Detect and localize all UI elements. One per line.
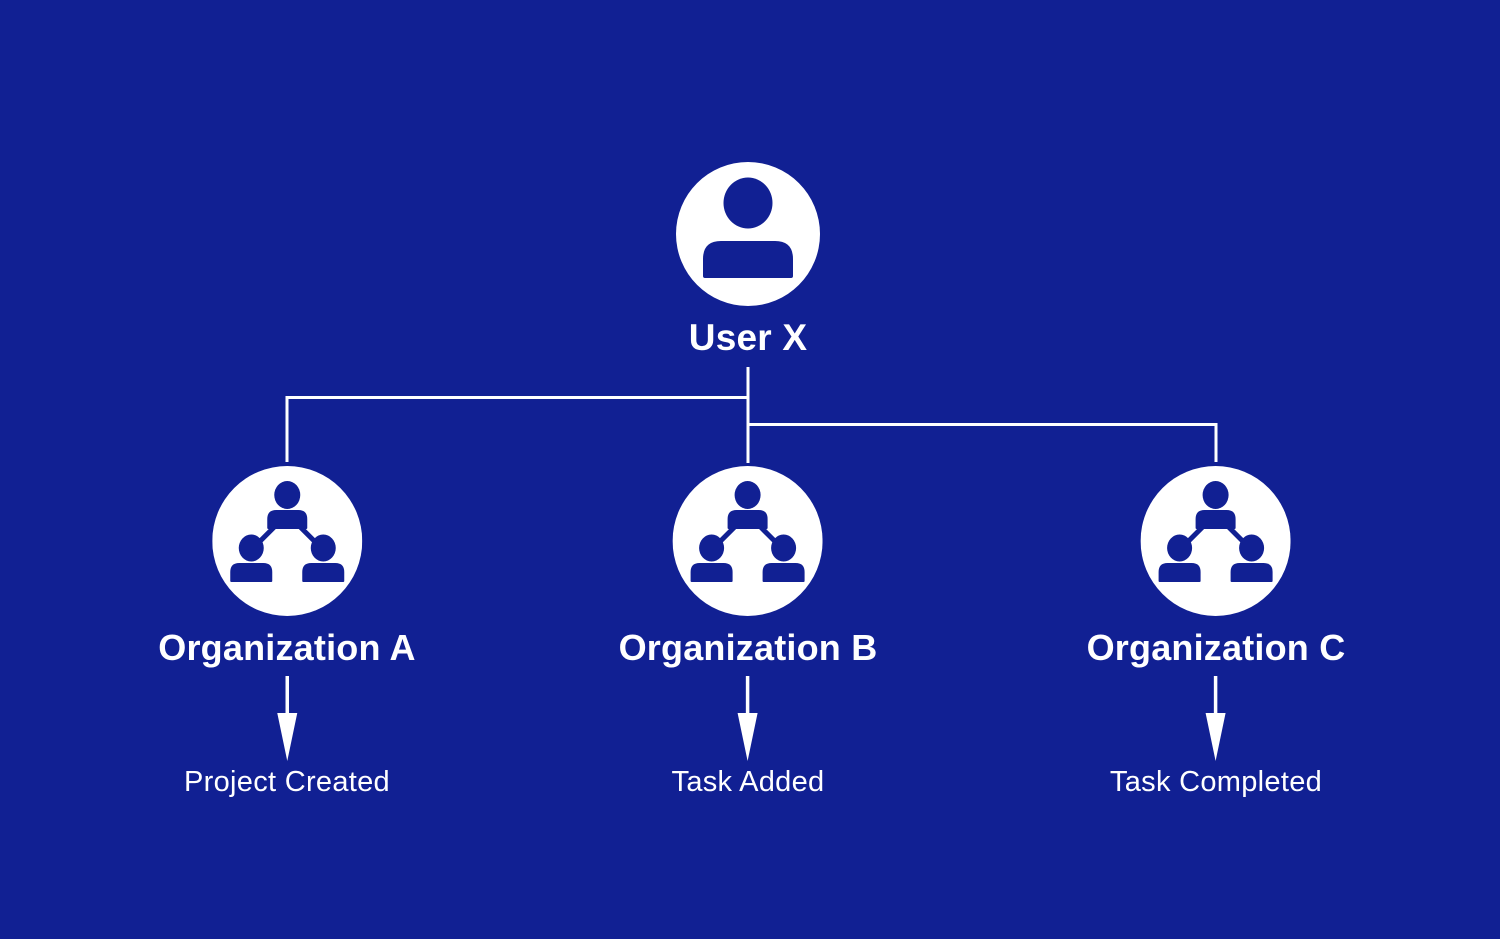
org-a-node: Organization A Project Created (158, 466, 416, 799)
connector-user-to-org-c (748, 423, 1218, 462)
arrow-down-icon (275, 675, 299, 764)
org-c-event: Task Completed (1109, 766, 1323, 799)
org-b-label: Organization B (618, 627, 878, 668)
org-b-event: Task Added (671, 766, 825, 799)
organization-icon (1141, 466, 1291, 616)
org-a-label: Organization A (158, 627, 416, 668)
user-icon (676, 162, 820, 306)
connector-user-to-org-a (285, 396, 748, 462)
arrow-down-icon (736, 675, 760, 764)
organization-icon (673, 466, 823, 616)
user-label: User X (688, 317, 808, 358)
organization-icon (212, 466, 362, 616)
org-b-node: Organization B Task Added (619, 466, 878, 799)
org-c-label: Organization C (1086, 627, 1346, 668)
org-a-event: Project Created (183, 766, 390, 799)
user-node: User X (676, 162, 820, 360)
arrow-down-icon (1204, 675, 1228, 764)
org-c-node: Organization C Task Completed (1087, 466, 1346, 799)
